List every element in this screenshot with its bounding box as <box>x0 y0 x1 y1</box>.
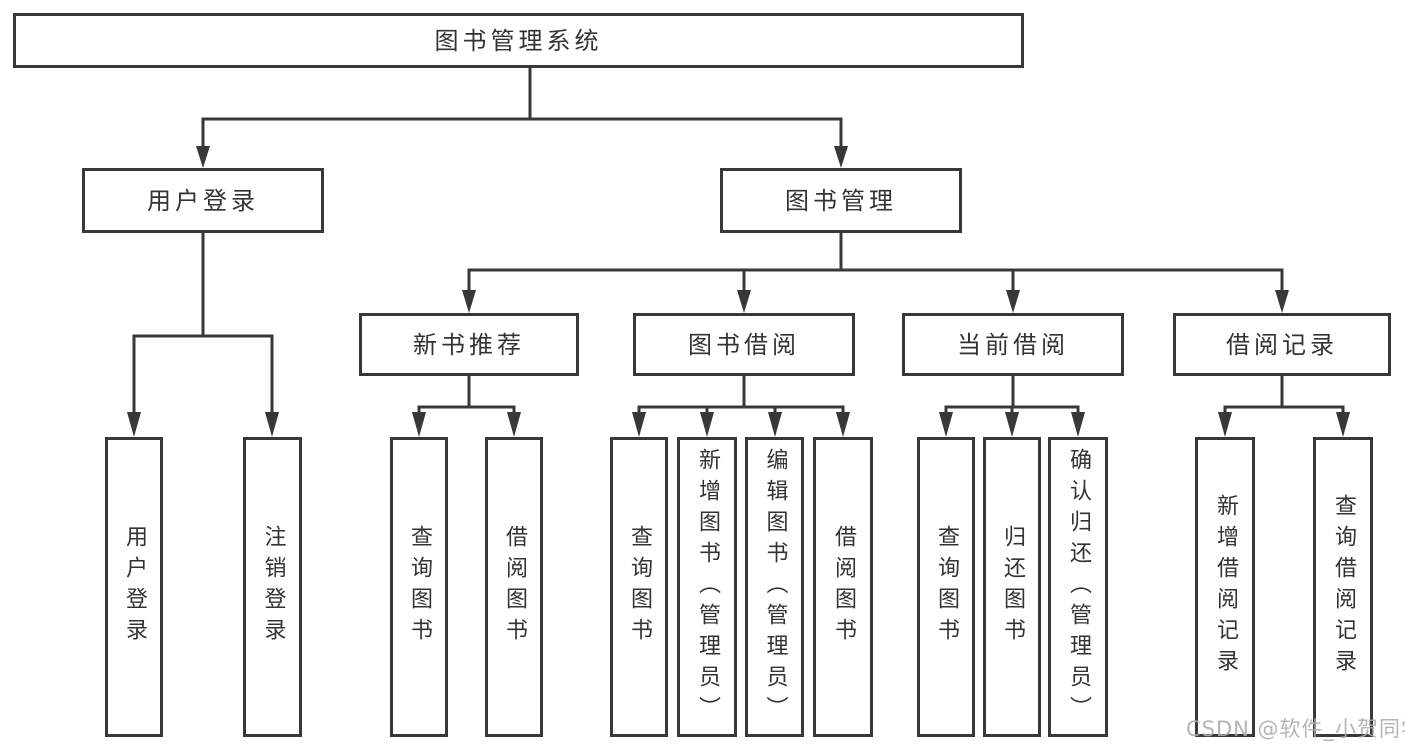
leaf-current-return-book-label: 归还图书 <box>1000 525 1025 649</box>
leaf-newbook-borrow-book-label: 借阅图书 <box>502 525 527 649</box>
node-library-management-system-label: 图书管理系统 <box>434 26 603 55</box>
leaf-user-login: 用户登录 <box>105 437 163 737</box>
node-book-borrow-label: 图书借阅 <box>688 330 800 359</box>
leaf-record-query-borrow-record-label: 查询借阅记录 <box>1331 494 1356 680</box>
node-book-management-label: 图书管理 <box>785 186 897 215</box>
leaf-user-login-label: 用户登录 <box>122 525 147 649</box>
leaf-current-confirm-return-admin-label: 确认归还（管理员） <box>1066 447 1091 727</box>
node-book-management: 图书管理 <box>720 168 962 233</box>
csdn-watermark: CSDN @软件_小贺同学 <box>1186 717 1405 741</box>
leaf-record-add-borrow-record: 新增借阅记录 <box>1195 437 1255 737</box>
node-book-borrow: 图书借阅 <box>633 313 855 376</box>
leaf-current-query-book-label: 查询图书 <box>934 525 959 649</box>
node-current-borrow-label: 当前借阅 <box>957 330 1069 359</box>
leaf-borrow-edit-book-admin-label: 编辑图书（管理员） <box>762 447 788 727</box>
leaf-current-query-book: 查询图书 <box>917 437 975 737</box>
leaf-newbook-query-book: 查询图书 <box>390 437 448 737</box>
leaf-borrow-edit-book-admin: 编辑图书（管理员） <box>745 437 804 737</box>
node-library-management-system: 图书管理系统 <box>13 13 1024 68</box>
leaf-record-add-borrow-record-label: 新增借阅记录 <box>1213 494 1238 680</box>
connector-new-book-to-leaves <box>412 374 521 437</box>
leaf-borrow-query-book: 查询图书 <box>610 437 668 737</box>
connector-book-borrow-to-leaves <box>632 374 850 437</box>
leaf-logout: 注销登录 <box>243 437 302 737</box>
connector-current-borrow-to-leaves <box>939 374 1085 437</box>
leaf-borrow-add-book-admin: 新增图书（管理员） <box>677 437 737 737</box>
leaf-newbook-query-book-label: 查询图书 <box>407 525 432 649</box>
leaf-borrow-add-book-admin-label: 新增图书（管理员） <box>695 447 720 727</box>
leaf-current-return-book: 归还图书 <box>983 437 1041 737</box>
node-new-book-recommend-label: 新书推荐 <box>413 330 525 359</box>
connector-user-login-to-leaves <box>127 231 279 437</box>
leaf-borrow-query-book-label: 查询图书 <box>627 525 652 649</box>
connector-book-management-to-level3 <box>462 231 1289 313</box>
leaf-borrow-borrow-book: 借阅图书 <box>813 437 873 737</box>
node-current-borrow: 当前借阅 <box>902 313 1124 376</box>
node-user-login-label: 用户登录 <box>147 186 259 215</box>
leaf-newbook-borrow-book: 借阅图书 <box>485 437 543 737</box>
node-borrow-record-label: 借阅记录 <box>1226 330 1338 359</box>
node-user-login: 用户登录 <box>82 168 324 233</box>
leaf-logout-label: 注销登录 <box>260 525 286 649</box>
connector-root-to-level2 <box>196 66 848 168</box>
connector-borrow-record-to-leaves <box>1218 374 1350 437</box>
node-borrow-record: 借阅记录 <box>1173 313 1391 376</box>
leaf-borrow-borrow-book-label: 借阅图书 <box>831 525 856 649</box>
node-new-book-recommend: 新书推荐 <box>359 313 579 376</box>
leaf-current-confirm-return-admin: 确认归还（管理员） <box>1048 437 1108 737</box>
leaf-record-query-borrow-record: 查询借阅记录 <box>1313 437 1373 737</box>
